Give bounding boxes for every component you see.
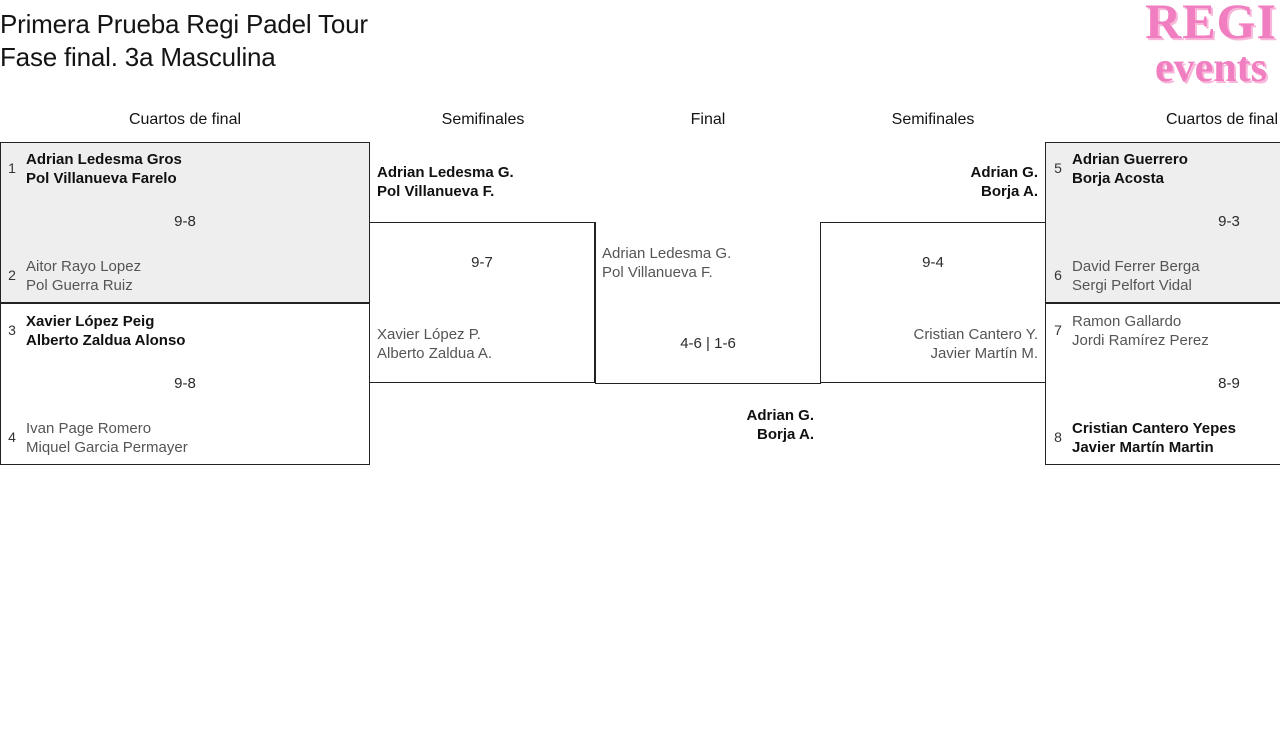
seed-number-6: 6: [1054, 267, 1062, 283]
regi-events-logo: REGI events: [1136, 0, 1280, 88]
team-player-2: Pol Guerra Ruiz: [26, 277, 133, 294]
logo-bottom-text: events: [1155, 45, 1267, 88]
logo-top-text: REGI: [1145, 0, 1277, 49]
team-player-1: Aitor Rayo Lopez: [26, 258, 142, 275]
team-player-2: Pol Villanueva F.: [377, 183, 495, 200]
team-player-2: Miquel Garcia Permayer: [26, 439, 188, 456]
team-player-1: Adrian Ledesma Gros: [26, 151, 182, 168]
team-player-2: Pol Villanueva Farelo: [26, 170, 177, 187]
team-player-1: Adrian Ledesma G.: [602, 245, 732, 262]
team-player-1: Cristian Cantero Y.: [913, 326, 1038, 343]
team-player-1: Xavier López Peig: [26, 313, 155, 330]
final-box-bottom-border: [595, 383, 821, 384]
score-right-qf-2: 8-9: [1218, 375, 1240, 392]
match-box-left-qf-2[interactable]: [0, 303, 370, 465]
team-player-1: David Ferrer Berga: [1072, 258, 1200, 275]
team-player-2: Alberto Zaldua A.: [377, 345, 493, 362]
team-player-1: Adrian Ledesma G.: [377, 164, 514, 181]
team-left-sf-bottom: Xavier López P. Alberto Zaldua A.: [377, 325, 492, 363]
round-header-right-quarterfinals: Cuartos de final: [1165, 111, 1279, 128]
team-player-1: Ivan Page Romero: [26, 420, 152, 437]
team-player-1: Adrian G.: [970, 164, 1038, 181]
team-player-2: Javier Martín Martin: [1072, 439, 1214, 456]
match-box-left-qf-1[interactable]: [0, 142, 370, 303]
score-left-qf-1: 9-8: [174, 213, 196, 230]
team-player-2: Borja A.: [981, 183, 1038, 200]
page-title: Primera Prueba Regi Padel Tour Fase fina…: [0, 8, 760, 74]
team-champion: Adrian G. Borja A.: [644, 406, 814, 444]
team-player-1: Cristian Cantero Yepes: [1072, 420, 1236, 437]
round-header-left-semifinals: Semifinales: [441, 111, 525, 128]
title-line-2: Fase final. 3a Masculina: [0, 42, 276, 72]
team-right-qf-2-bottom: Cristian Cantero Yepes Javier Martín Mar…: [1072, 419, 1236, 457]
round-header-final: Final: [690, 111, 726, 128]
team-left-qf-1-top: Adrian Ledesma Gros Pol Villanueva Farel…: [26, 150, 182, 188]
final-box-left-border: [595, 222, 596, 383]
match-box-left-semifinal[interactable]: [369, 222, 595, 383]
seed-number-5: 5: [1054, 160, 1062, 176]
team-player-1: Adrian G.: [746, 407, 814, 424]
team-right-qf-1-bottom: David Ferrer Berga Sergi Pelfort Vidal: [1072, 257, 1200, 295]
seed-number-2: 2: [8, 267, 16, 283]
team-player-1: Ramon Gallardo: [1072, 313, 1182, 330]
team-left-qf-2-top: Xavier López Peig Alberto Zaldua Alonso: [26, 312, 185, 350]
team-player-2: Pol Villanueva F.: [602, 264, 713, 281]
team-player-2: Borja A.: [757, 426, 814, 443]
team-left-qf-2-bottom: Ivan Page Romero Miquel Garcia Permayer: [26, 419, 188, 457]
team-player-2: Alberto Zaldua Alonso: [26, 332, 186, 349]
team-player-2: Jordi Ramírez Perez: [1072, 332, 1209, 349]
seed-number-7: 7: [1054, 322, 1062, 338]
team-right-qf-1-top: Adrian Guerrero Borja Acosta: [1072, 150, 1188, 188]
seed-number-8: 8: [1054, 429, 1062, 445]
score-left-semifinal: 9-7: [471, 254, 493, 271]
team-player-2: Sergi Pelfort Vidal: [1072, 277, 1192, 294]
seed-number-3: 3: [8, 322, 16, 338]
title-line-1: Primera Prueba Regi Padel Tour: [0, 9, 368, 39]
score-final: 4-6 | 1-6: [680, 335, 736, 352]
round-header-right-semifinals: Semifinales: [891, 111, 975, 128]
team-player-2: Borja Acosta: [1072, 170, 1164, 187]
match-box-right-semifinal[interactable]: [820, 222, 1046, 383]
round-header-left-quarterfinals: Cuartos de final: [128, 111, 242, 128]
seed-number-1: 1: [8, 160, 16, 176]
team-left-qf-1-bottom: Aitor Rayo Lopez Pol Guerra Ruiz: [26, 257, 141, 295]
team-final-left: Adrian Ledesma G. Pol Villanueva F.: [602, 244, 731, 282]
team-player-2: Javier Martín M.: [930, 345, 1038, 362]
team-player-1: Adrian Guerrero: [1072, 151, 1188, 168]
seed-number-4: 4: [8, 429, 16, 445]
score-right-qf-1: 9-3: [1218, 213, 1240, 230]
score-right-semifinal: 9-4: [922, 254, 944, 271]
team-left-sf-top: Adrian Ledesma G. Pol Villanueva F.: [377, 163, 514, 201]
team-right-sf-top: Adrian G. Borja A.: [868, 163, 1038, 201]
score-left-qf-2: 9-8: [174, 375, 196, 392]
team-right-qf-2-top: Ramon Gallardo Jordi Ramírez Perez: [1072, 312, 1209, 350]
team-player-1: Xavier López P.: [377, 326, 481, 343]
match-box-right-qf-1[interactable]: [1045, 142, 1280, 303]
team-right-sf-bottom: Cristian Cantero Y. Javier Martín M.: [868, 325, 1038, 363]
match-box-right-qf-2[interactable]: [1045, 303, 1280, 465]
